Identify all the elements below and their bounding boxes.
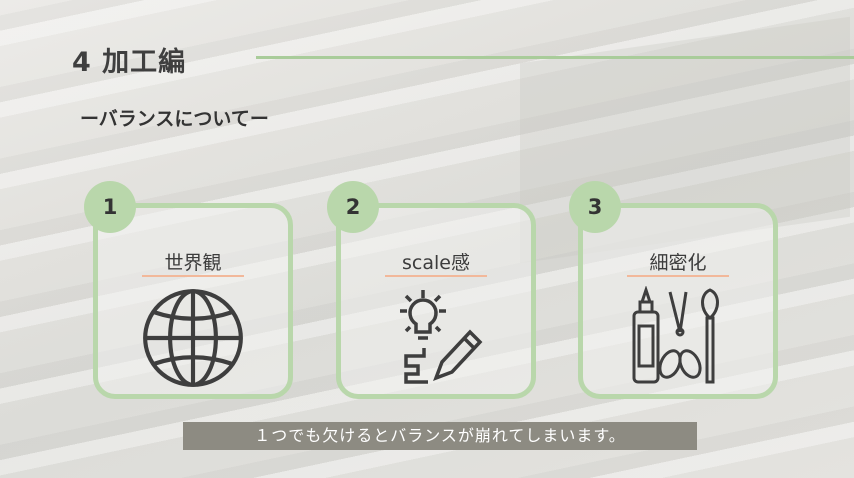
label-underline [385, 275, 487, 277]
tools-icon [632, 286, 719, 384]
label-underline [627, 275, 729, 277]
card-number-badge: 3 [569, 181, 621, 233]
caption-banner: １つでも欠けるとバランスが崩れてしまいます。 [183, 422, 697, 450]
card-detailing: 細密化 [578, 203, 778, 399]
label-underline [142, 275, 244, 277]
card-number-badge: 1 [84, 181, 136, 233]
lightbulb-pencil-icon [400, 290, 483, 384]
title-divider [256, 56, 854, 59]
page-subtitle: ーバランスについてー [80, 108, 269, 130]
page-title: 4 加工編 [72, 47, 187, 78]
card-label: 細密化 [649, 252, 707, 274]
card-number-badge: 2 [327, 181, 379, 233]
card-scale: scale感 [336, 203, 536, 399]
card-worldview: 世界観 [93, 203, 293, 399]
card-label: scale感 [402, 252, 470, 274]
globe-icon [143, 289, 243, 387]
card-label: 世界観 [164, 252, 222, 274]
